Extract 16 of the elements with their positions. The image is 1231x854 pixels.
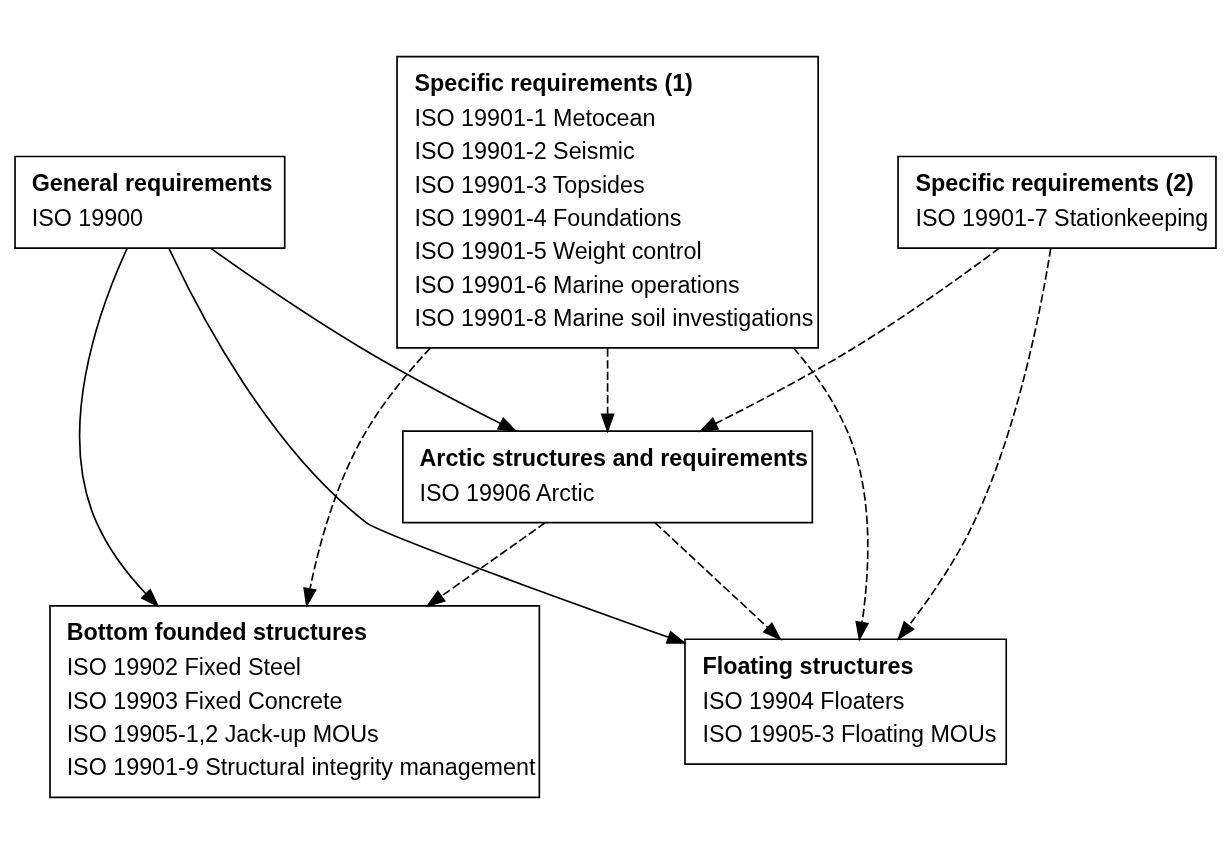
arrow bbox=[425, 522, 546, 608]
arrow bbox=[654, 522, 782, 641]
node-box: Bottom founded structures ISO 19902 Fixed Steel ISO 19903 Fixed Concrete ISO 19905-1,2 Jack-up MOUs ISO 19901-9 Structural integrity management bbox=[49, 605, 541, 799]
arrow bbox=[897, 247, 1052, 641]
arrow bbox=[792, 347, 870, 642]
node-box: Floating structures ISO 19904 Floaters ISO 19905-3 Floating MOUs bbox=[684, 638, 1008, 765]
node-box: Arctic structures and requirements ISO 19906 Arctic bbox=[402, 430, 814, 524]
arrow bbox=[600, 347, 615, 434]
node-box: Specific requirements (1) ISO 19901-1 Metocean ISO 19901-2 Seismic ISO 19901-3 Topsides ISO 19901-4 Foundations ISO 19901-5 Weight control ISO 19901-6 Marine operations ISO 19901-8 Marine soil investigations bbox=[396, 55, 819, 349]
arrow bbox=[303, 347, 432, 608]
arrow bbox=[209, 247, 518, 433]
arrow bbox=[168, 247, 687, 644]
node-box: General requirements ISO 19900 bbox=[14, 155, 286, 249]
node-box: Specific requirements (2) ISO 19901-7 Stationkeeping bbox=[897, 155, 1217, 249]
arrow bbox=[698, 247, 1001, 433]
arrow bbox=[79, 247, 160, 608]
